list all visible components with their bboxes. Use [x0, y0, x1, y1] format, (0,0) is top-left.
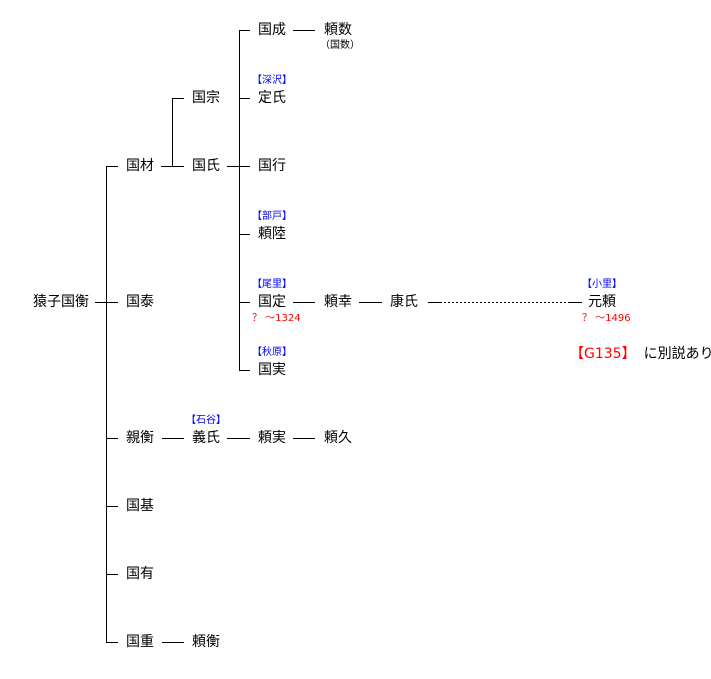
- person-kuniyuki: 国行: [258, 158, 286, 174]
- years-kunisada: ？ ～1324: [252, 313, 301, 324]
- person-kuniyasu: 国泰: [126, 294, 154, 310]
- person-sadauji: 定氏: [258, 90, 286, 106]
- person-chikahira: 親衡: [126, 430, 154, 446]
- person-kunisada: 国定: [258, 294, 286, 310]
- label-yorimutsu: 【部戸】: [252, 211, 292, 222]
- label-kunisada: 【尾里】: [252, 279, 292, 290]
- label-sadauji: 【深沢】: [252, 75, 292, 86]
- years-motoyori: ？ ～1496: [582, 313, 631, 324]
- person-yorikazu: 頼数: [324, 22, 352, 38]
- person-kunimune: 国宗: [192, 90, 220, 106]
- person-kunizai: 国材: [126, 158, 154, 174]
- person-kuniuji: 国氏: [192, 158, 220, 174]
- person-yoshiuji: 義氏: [192, 430, 220, 446]
- person-yorihisa: 頼久: [324, 430, 352, 446]
- person-kunishige: 国重: [126, 634, 154, 650]
- person-kuniari: 国有: [126, 566, 154, 582]
- person-kunimoto: 国基: [126, 498, 154, 514]
- label-yoshiuji: 【石谷】: [186, 415, 226, 426]
- person-kunizane: 国実: [258, 362, 286, 378]
- person-yorihira: 頼衡: [192, 634, 220, 650]
- person-kuninari: 国成: [258, 22, 286, 38]
- person-motoyori: 元頼: [588, 294, 616, 310]
- label-kunizane: 【秋原】: [252, 347, 292, 358]
- alt-name-yorikazu: （国数）: [320, 40, 360, 51]
- label-motoyori: 【小里】: [582, 279, 622, 290]
- person-yorimutsu: 頼陸: [258, 226, 286, 242]
- person-root: 猿子国衡: [33, 294, 89, 310]
- person-yasuuji: 康氏: [390, 294, 418, 310]
- reference-link[interactable]: 【G135】: [570, 346, 636, 362]
- note-text: に別説あり: [643, 346, 711, 362]
- alt-theory-note: 【G135】に別説あり: [570, 346, 711, 362]
- person-yorizane: 頼実: [258, 430, 286, 446]
- person-yoriyuki: 頼幸: [324, 294, 352, 310]
